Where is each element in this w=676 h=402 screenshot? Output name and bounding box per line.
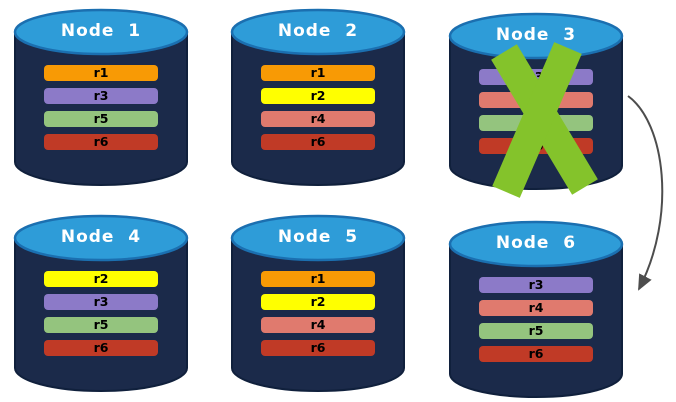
replica-bar: r5 xyxy=(44,317,158,333)
replica-bar: r4 xyxy=(261,317,375,333)
replica-bar: r4 xyxy=(479,300,593,316)
replica-bar: r6 xyxy=(44,340,158,356)
replica-list: r1 r3 r5 r6 xyxy=(44,65,158,150)
node-4: Node 4 r2 r3 r5 r6 xyxy=(13,212,189,396)
node-title: Node 2 xyxy=(277,21,359,41)
replica-bar: r1 xyxy=(261,271,375,287)
replica-list: r1 r2 r4 r6 xyxy=(261,65,375,150)
cylinder-top xyxy=(448,12,624,60)
replica-bar: r6 xyxy=(479,346,593,362)
cylinder-top xyxy=(13,214,189,262)
node-2: Node 2 r1 r2 r4 r6 xyxy=(230,6,406,190)
replica-list: r1 r2 r4 r6 xyxy=(261,271,375,356)
replica-bar: r1 xyxy=(261,65,375,81)
replica-bar: r3 xyxy=(44,294,158,310)
replica-bar: r3 xyxy=(479,277,593,293)
node-title: Node 3 xyxy=(495,25,577,45)
replica-bar: r5 xyxy=(44,111,158,127)
replica-bar: r5 xyxy=(479,323,593,339)
replica-bar: r2 xyxy=(261,88,375,104)
replica-list: r2 r3 r5 r6 xyxy=(44,271,158,356)
node-5: Node 5 r1 r2 r4 r6 xyxy=(230,212,406,396)
node-title: Node 4 xyxy=(60,227,142,247)
cylinder-top xyxy=(13,8,189,56)
cylinder-top xyxy=(230,214,406,262)
replica-bar: r2 xyxy=(44,271,158,287)
node-title: Node 5 xyxy=(277,227,359,247)
replica-bar: r6 xyxy=(261,340,375,356)
replica-bar: r6 xyxy=(44,134,158,150)
replica-list: r3 r4 r5 r6 xyxy=(479,277,593,362)
x-stroke xyxy=(492,42,582,198)
node-title: Node 6 xyxy=(495,233,577,253)
node-6: Node 6 r3 r4 r5 r6 xyxy=(448,218,624,402)
failure-x-icon xyxy=(491,42,598,198)
arrow-path xyxy=(627,95,664,291)
replica-bar: r2 xyxy=(261,294,375,310)
node-title: Node 1 xyxy=(60,21,142,41)
replica-bar: r6 xyxy=(261,134,375,150)
node-1: Node 1 r1 r3 r5 r6 xyxy=(13,6,189,190)
cylinder-top xyxy=(448,220,624,268)
replica-bar: r4 xyxy=(261,111,375,127)
replica-bar: r1 xyxy=(44,65,158,81)
failover-arrow xyxy=(627,95,664,291)
replica-bar: r3 xyxy=(44,88,158,104)
cylinder-top xyxy=(230,8,406,56)
